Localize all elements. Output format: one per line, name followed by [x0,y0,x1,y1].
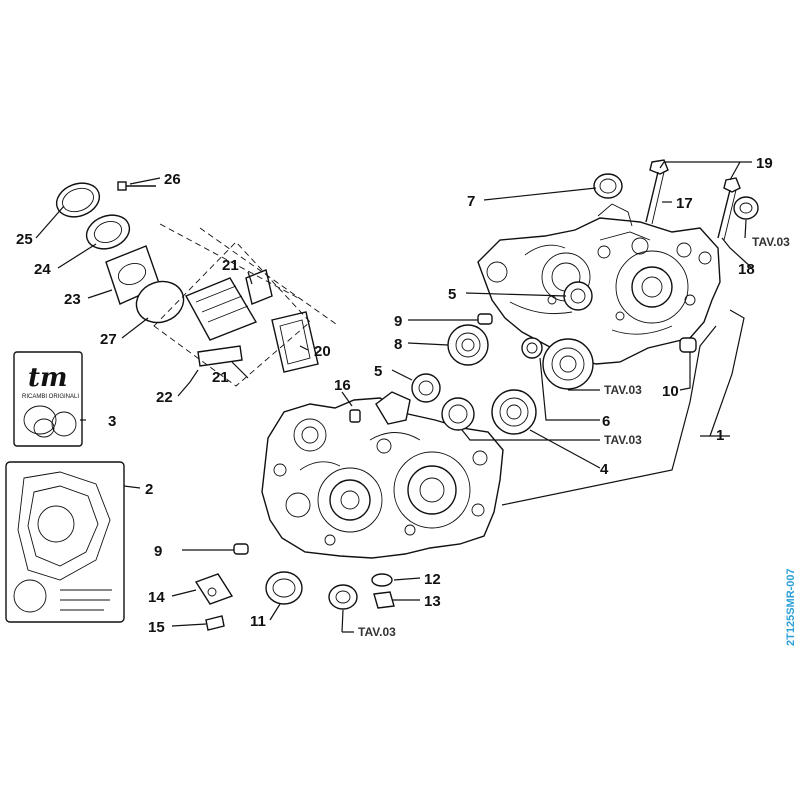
callout-20: 20 [314,343,331,360]
callout-21-lower: 21 [212,369,229,386]
screw-26 [117,181,156,191]
callout-26: 26 [164,171,181,188]
oil-seal-right [733,196,759,220]
drawing-code: 2T125SMR-007 [785,568,797,646]
ref-tav03-main-bearing: TAV.03 [604,383,642,397]
callout-13: 13 [424,593,441,610]
seal-kit-3: tm RICAMBI ORIGINALI [13,351,83,447]
oil-seal-11 [265,571,303,605]
callout-24: 24 [34,261,51,278]
callout-23: 23 [64,291,81,308]
screw-15 [205,615,225,631]
gasket-kit-2 [5,461,125,623]
dowel-9-lower [233,543,249,555]
callout-16: 16 [334,377,351,394]
callout-18: 18 [738,261,755,278]
intake-clamp-25 [55,182,101,218]
washer-12 [371,573,393,587]
callout-15: 15 [148,619,165,636]
callout-27: 27 [100,331,117,348]
callout-8: 8 [394,336,402,353]
callout-numbers: 1 2 3 4 5 5 6 7 8 9 9 10 11 12 13 14 15 … [16,155,773,636]
bearing-mid [441,397,475,431]
kit-logo-subtitle: RICAMBI ORIGINALI [22,394,79,400]
callout-3: 3 [108,413,116,430]
bolt-19b [717,177,741,241]
bearing-8 [447,324,489,366]
screw-16 [349,409,361,423]
intake-manifold-24 [85,214,131,250]
callout-2: 2 [145,481,153,498]
reed-valve-21 [185,269,273,367]
callout-4: 4 [600,461,609,478]
callout-19: 19 [756,155,773,172]
callout-17: 17 [676,195,693,212]
oil-seal-bottom [328,584,358,610]
oil-seal-7 [593,173,623,199]
callout-25: 25 [16,231,33,248]
callout-21-upper: 21 [222,257,239,274]
callout-9-lower: 9 [154,543,162,560]
reed-gasket-20 [271,311,319,373]
left-crankcase-half [261,391,504,559]
kit-logo-tm: tm [28,363,68,393]
bearing-small-center [521,337,543,359]
o-ring-27 [135,280,185,324]
drain-plug-13 [373,591,395,609]
callout-10: 10 [662,383,679,400]
ref-tav03-bottom-seal: TAV.03 [358,625,396,639]
main-bearing-6 [542,338,594,390]
callout-6: 6 [602,413,610,430]
callout-12: 12 [424,571,441,588]
dowel-10 [679,337,697,353]
ref-tav03-upper-right: TAV.03 [752,235,790,249]
leader-lines [35,161,753,633]
bearing-5-lower [411,373,441,403]
callout-1: 1 [716,427,724,444]
callout-7: 7 [467,193,475,210]
callout-22: 22 [156,389,173,406]
callout-5-upper: 5 [448,286,456,303]
callout-9-upper: 9 [394,313,402,330]
callout-11: 11 [250,613,266,630]
bearing-4 [491,389,537,435]
callout-14: 14 [148,589,165,606]
bracket-14 [194,573,234,605]
ref-tav03-bearing: TAV.03 [604,433,642,447]
bearing-5-upper [563,281,593,311]
dowel-9-upper [477,313,493,325]
callout-5-lower: 5 [374,363,382,380]
table-references: TAV.03 TAV.03 TAV.03 TAV.03 [358,235,790,639]
bolt-19a [645,159,669,225]
